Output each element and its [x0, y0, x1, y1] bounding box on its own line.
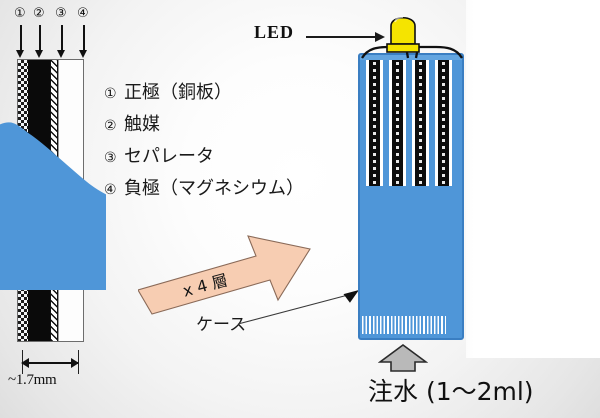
marker-3-arrow: [58, 25, 65, 58]
marker-1-arrow: [17, 25, 24, 58]
legend-item-3: ③ セパレータ: [104, 142, 304, 168]
right-white-panel: [466, 0, 600, 358]
water-injection-label: 注水 (1～2ml): [368, 377, 534, 406]
legend-marker-3: ③: [104, 150, 117, 166]
marker-3: ③: [55, 5, 67, 20]
water-injection-arrow: [378, 344, 428, 372]
marker-4: ④: [77, 5, 89, 20]
marker-2: ②: [33, 5, 45, 20]
marker-4-arrow: [80, 25, 87, 58]
legend-item-2: ② 触媒: [104, 110, 304, 136]
legend-label-4: 負極（マグネシウム）: [124, 178, 304, 199]
marker-1: ①: [14, 5, 26, 20]
water-level-overlay: [0, 122, 106, 290]
case-callout-label: ケース: [196, 315, 247, 335]
electrode-plate: [389, 60, 406, 186]
legend-label-1: 正極（銅板）: [124, 82, 232, 103]
legend-marker-4: ④: [104, 182, 117, 198]
electrode-plate: [366, 60, 383, 186]
led-callout-label: LED: [254, 22, 295, 42]
legend-item-4: ④ 負極（マグネシウム）: [104, 174, 304, 200]
led-callout-arrow: [306, 32, 385, 41]
battery-case-top-lip: [360, 55, 462, 60]
legend: ① 正極（銅板） ② 触媒 ③ セパレータ ④ 負極（マグネシウム）: [104, 78, 304, 206]
legend-label-3: セパレータ: [124, 146, 214, 167]
dimension-label: ~1.7mm: [8, 372, 57, 388]
electrode-plates: [366, 60, 458, 186]
legend-marker-1: ①: [104, 86, 117, 102]
multiplier-arrow-shape: [138, 235, 311, 315]
marker-2-arrow: [36, 25, 43, 58]
case-callout-arrow: [237, 290, 359, 325]
legend-item-1: ① 正極（銅板）: [104, 78, 304, 104]
dimension-arrow: [21, 358, 79, 367]
legend-label-2: 触媒: [124, 114, 160, 135]
electrode-plate: [412, 60, 429, 186]
bottom-comb-fringe: [362, 316, 446, 334]
electrode-plate: [435, 60, 452, 186]
legend-marker-2: ②: [104, 118, 117, 134]
led-bulb: [386, 16, 420, 53]
